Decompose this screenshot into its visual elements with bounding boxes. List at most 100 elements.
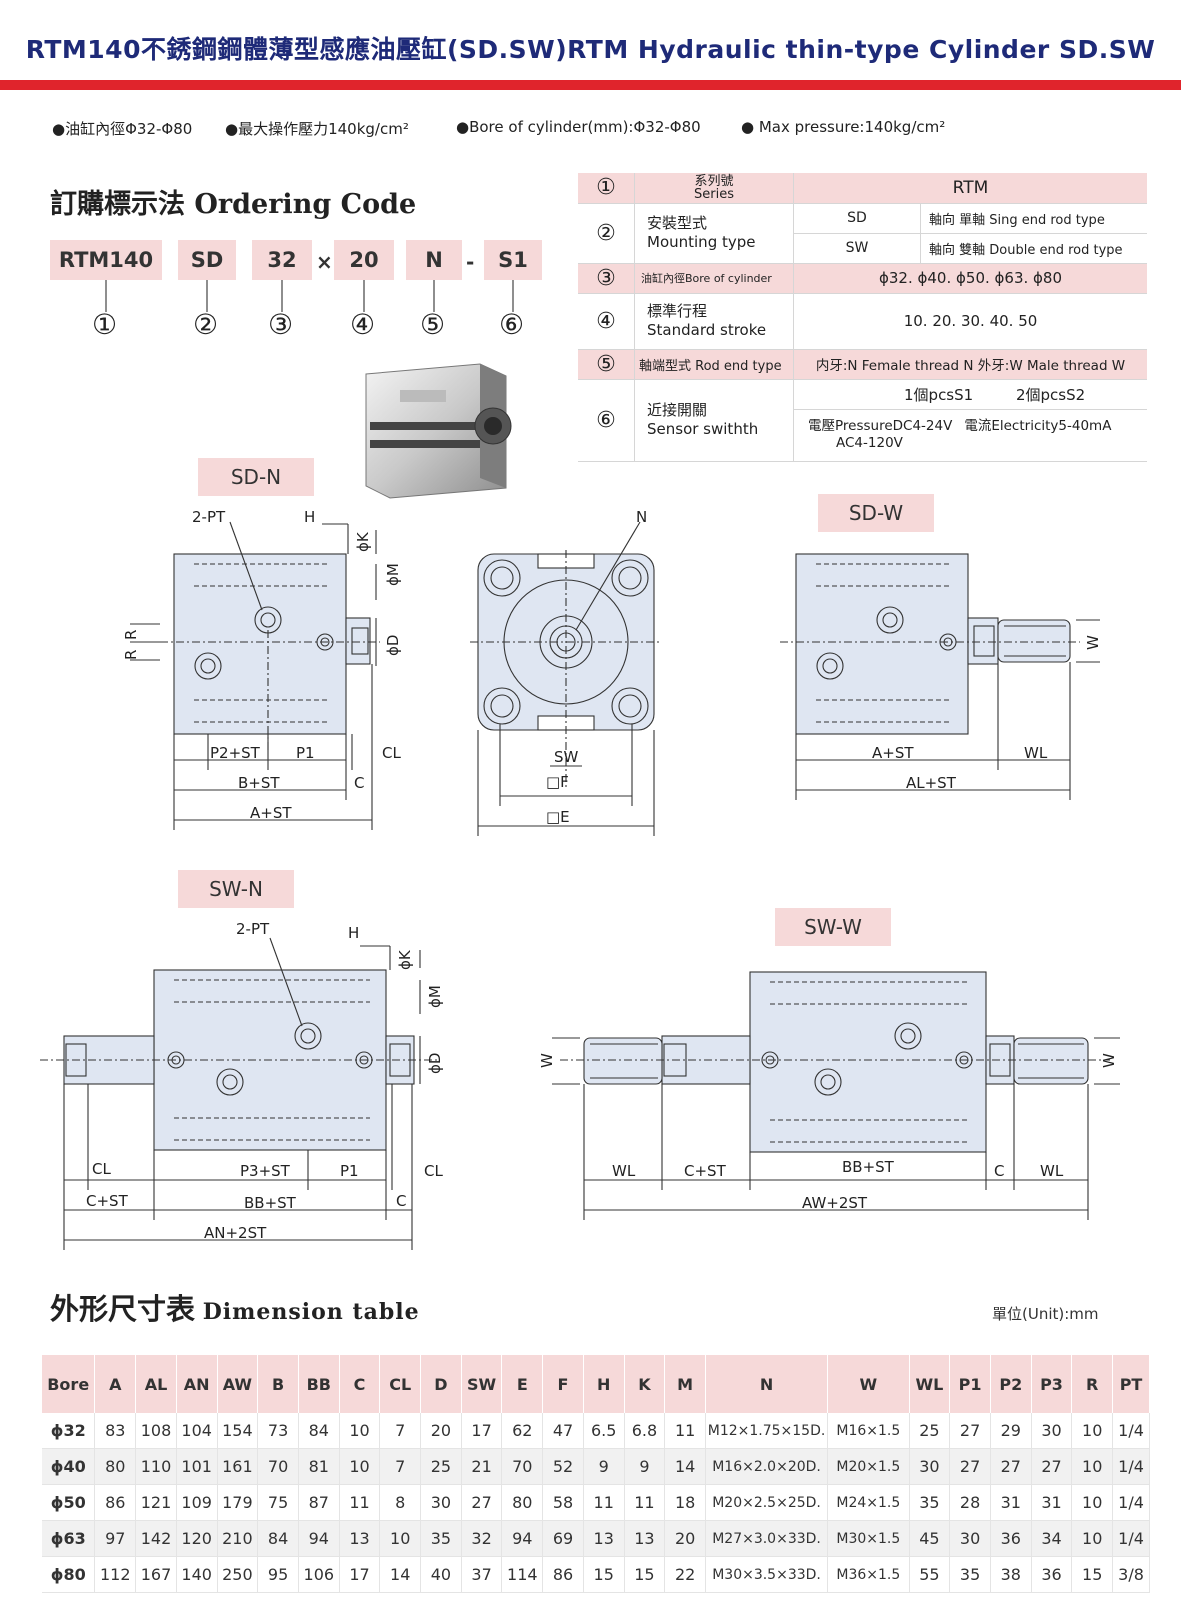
row-number: ③ xyxy=(578,263,635,294)
label-r-lower: R xyxy=(122,650,140,660)
column-header: P2 xyxy=(990,1355,1032,1413)
bore-cell: ϕ40 xyxy=(42,1448,96,1485)
bore-cell: ϕ63 xyxy=(42,1520,96,1557)
label-phi-k: ϕK xyxy=(354,531,372,552)
series-value: RTM xyxy=(793,173,1147,204)
table-cell: 121 xyxy=(135,1484,177,1521)
label-phi-d: ϕD xyxy=(384,635,402,656)
table-cell: 36 xyxy=(990,1520,1032,1557)
code-circle-5: ⑤ xyxy=(420,308,446,341)
table-cell: 25 xyxy=(909,1413,951,1449)
table-cell: 15 xyxy=(1071,1556,1114,1593)
table-cell: M20×1.5 xyxy=(827,1448,910,1485)
bore-label: 油缸內徑Bore of cylinder xyxy=(634,263,794,294)
sensor-label: 近接開關 Sensor swithth xyxy=(634,379,794,462)
stroke-label-cn: 標準行程 xyxy=(647,302,708,320)
table-cell: 20 xyxy=(664,1520,706,1557)
table-cell: 120 xyxy=(176,1520,218,1557)
table-cell: 62 xyxy=(501,1413,544,1449)
column-header: P3 xyxy=(1031,1355,1073,1413)
sd-n-drawing xyxy=(130,521,380,830)
table-cell: M20×2.5×25D. xyxy=(705,1484,829,1521)
table-cell: 10 xyxy=(339,1413,381,1449)
table-cell: 21 xyxy=(461,1448,503,1485)
title-accent-bar xyxy=(0,80,1181,90)
table-cell: 109 xyxy=(176,1484,218,1521)
label-2pt: 2-PT xyxy=(192,508,226,526)
ordering-row-rod-end: ⑤ 軸端型式 Rod end type 内牙:N Female thread N… xyxy=(578,349,1147,380)
table-cell: 10 xyxy=(1071,1520,1114,1557)
table-cell: 11 xyxy=(664,1413,706,1449)
table-cell: 94 xyxy=(501,1520,544,1557)
rod-end-value: 内牙:N Female thread N 外牙:W Male thread W xyxy=(793,349,1147,380)
ordering-row-bore: ③ 油缸內徑Bore of cylinder ϕ32. ϕ40. ϕ50. ϕ6… xyxy=(578,263,1147,294)
table-cell: 154 xyxy=(217,1413,259,1449)
label-c-swn: C xyxy=(396,1192,406,1210)
table-cell: 87 xyxy=(298,1484,340,1521)
series-label-cn: 系列號 xyxy=(694,173,734,189)
mounting-sd: SD xyxy=(793,203,921,234)
label-c: C xyxy=(354,774,364,792)
bore-cell: ϕ32 xyxy=(42,1413,96,1449)
table-cell: 94 xyxy=(298,1520,340,1557)
ordering-heading-en: Ordering Code xyxy=(194,189,417,220)
code-series: RTM140 xyxy=(50,240,162,280)
label-f: □F xyxy=(546,773,569,791)
table-cell: 1/4 xyxy=(1112,1413,1150,1449)
spec-pressure-cn: ●最大操作壓力140kg/cm² xyxy=(225,120,409,138)
row-number: ① xyxy=(578,173,635,204)
ordering-row-mounting: ② 安裝型式 Mounting type SD 軸向 單軸 Sing end r… xyxy=(578,203,1147,264)
label-cst-sww: C+ST xyxy=(684,1162,727,1180)
table-cell: 38 xyxy=(990,1556,1032,1593)
table-cell: 104 xyxy=(176,1413,218,1449)
table-cell: 30 xyxy=(949,1520,991,1557)
table-cell: 108 xyxy=(135,1413,177,1449)
column-header: PT xyxy=(1112,1355,1150,1413)
label-bbst-swn: BB+ST xyxy=(244,1194,297,1212)
table-cell: 15 xyxy=(624,1556,666,1593)
table-cell: 36 xyxy=(1031,1556,1073,1593)
table-cell: 6.5 xyxy=(583,1413,625,1449)
code-circle-3: ③ xyxy=(268,308,294,341)
code-stroke: 20 xyxy=(334,240,394,280)
table-cell: 11 xyxy=(339,1484,381,1521)
label-phi-k-swn: ϕK xyxy=(396,949,414,970)
dimension-heading-en: Dimension table xyxy=(202,1299,420,1325)
sw-n-drawing xyxy=(40,937,440,1250)
table-cell: 10 xyxy=(1071,1413,1114,1449)
mounting-sw: SW xyxy=(793,233,921,264)
table-cell: 27 xyxy=(949,1413,991,1449)
table-cell: 37 xyxy=(461,1556,503,1593)
label-wl-sww-left: WL xyxy=(612,1162,636,1180)
code-circle-6: ⑥ xyxy=(499,308,525,341)
view-label-sd-n: SD-N xyxy=(198,458,314,496)
row-number: ④ xyxy=(578,293,635,350)
table-cell: 31 xyxy=(1031,1484,1073,1521)
table-cell: 30 xyxy=(1031,1413,1073,1449)
row-number: ② xyxy=(578,203,635,264)
table-cell: 35 xyxy=(949,1556,991,1593)
table-cell: M30×3.5×33D. xyxy=(705,1556,829,1593)
table-cell: 167 xyxy=(135,1556,177,1593)
table-cell: 52 xyxy=(542,1448,584,1485)
table-cell: 70 xyxy=(257,1448,299,1485)
label-phi-m-swn: ϕM xyxy=(426,985,444,1008)
table-cell: 10 xyxy=(1071,1484,1114,1521)
table-cell: 84 xyxy=(257,1520,299,1557)
table-cell: 106 xyxy=(298,1556,340,1593)
column-header: P1 xyxy=(949,1355,991,1413)
label-p1-swn: P1 xyxy=(340,1162,359,1180)
table-cell: 10 xyxy=(339,1448,381,1485)
table-cell: 80 xyxy=(94,1448,137,1485)
label-e: □E xyxy=(546,808,570,826)
bore-cell: ϕ80 xyxy=(42,1556,96,1593)
label-c-sww: C xyxy=(994,1162,1004,1180)
table-cell: 13 xyxy=(339,1520,381,1557)
view-label-sw-w: SW-W xyxy=(775,908,891,946)
label-n: N xyxy=(636,508,647,526)
